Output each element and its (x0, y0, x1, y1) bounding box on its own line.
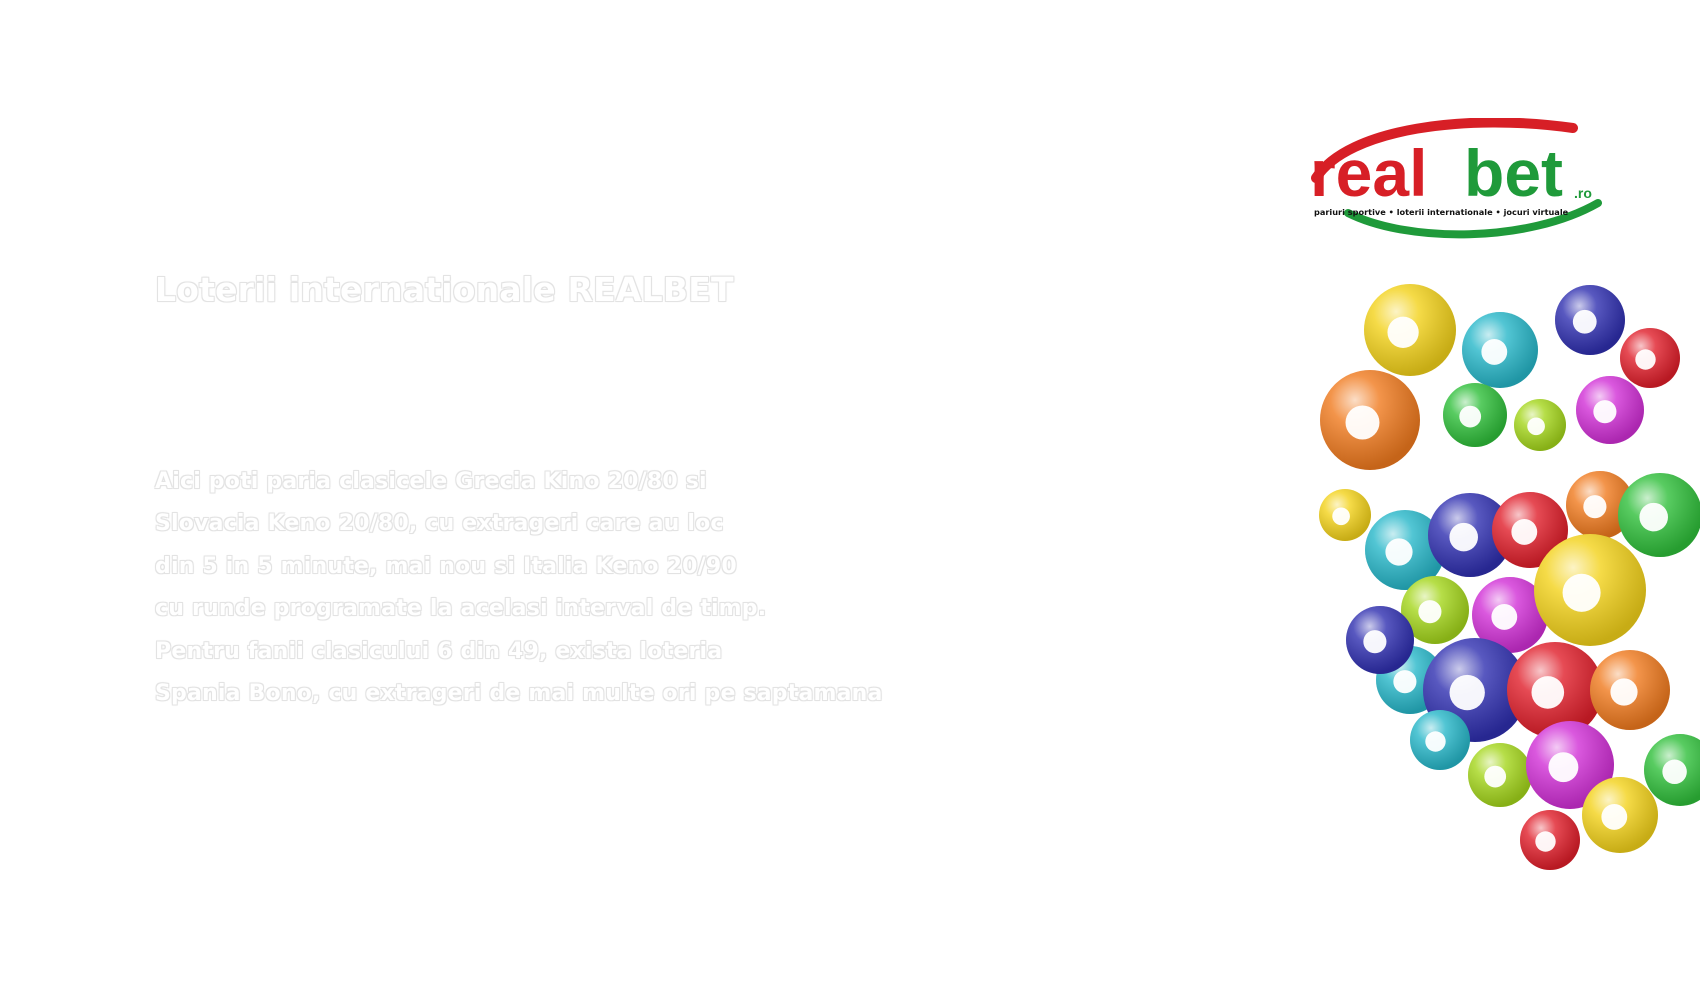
lottery-ball-icon (1644, 734, 1700, 806)
lottery-ball-icon (1319, 489, 1371, 541)
lottery-ball-icon (1428, 493, 1512, 577)
lottery-ball-icon (1507, 642, 1603, 738)
lottery-ball-icon (1520, 810, 1580, 870)
logo-wordmark-right: bet (1464, 136, 1563, 210)
page-title: Loterii internationale REALBET (155, 270, 734, 309)
ball-number-badge (1548, 752, 1579, 783)
lottery-ball-icon (1472, 577, 1548, 653)
ball-number-badge (1662, 759, 1687, 785)
realbet-logo[interactable]: real bet .ro pariuri sportive • loterii … (1308, 118, 1620, 248)
ball-number-badge (1393, 670, 1417, 694)
ball-number-badge (1387, 316, 1419, 348)
lottery-balls-cluster-icon (1300, 270, 1700, 870)
logo-domain: .ro (1574, 185, 1592, 201)
ball-number-badge (1449, 522, 1478, 552)
ball-number-badge (1491, 603, 1518, 630)
lottery-ball-icon (1590, 650, 1670, 730)
intro-line: din 5 in 5 minute, mai nou si Italia Ken… (155, 553, 737, 579)
ball-number-badge (1332, 507, 1350, 526)
lottery-ball-icon (1526, 721, 1614, 809)
ball-number-badge (1593, 400, 1617, 424)
ball-number-badge (1527, 417, 1545, 436)
intro-line: Aici poti paria clasicele Grecia Kino 20… (155, 469, 707, 494)
ball-number-badge (1511, 518, 1538, 545)
ball-number-badge (1385, 538, 1413, 566)
lottery-ball-icon (1620, 328, 1680, 388)
lottery-ball-icon (1618, 473, 1700, 557)
ball-number-badge (1345, 405, 1380, 440)
lottery-ball-icon (1492, 492, 1568, 568)
ball-number-badge (1484, 765, 1507, 788)
logo-tagline: pariuri sportive • loterii international… (1314, 207, 1569, 217)
lottery-ball-icon (1566, 471, 1634, 539)
ball-number-badge (1449, 674, 1485, 711)
ball-number-badge (1572, 309, 1597, 334)
lottery-balls-svg (1319, 284, 1700, 870)
intro-line: Spania Bono, cu extrageri de mai multe o… (155, 681, 883, 707)
lottery-ball-icon (1582, 777, 1658, 853)
ball-number-badge (1481, 338, 1508, 365)
ball-number-badge (1418, 600, 1442, 624)
intro-line: Slovacia Keno 20/80, cu extrageri care a… (155, 511, 724, 537)
realbet-logo-icon: real bet .ro pariuri sportive • loterii … (1310, 118, 1602, 239)
lottery-ball-icon (1462, 312, 1538, 388)
ball-number-badge (1562, 573, 1601, 612)
lottery-ball-icon (1576, 376, 1644, 444)
ball-number-badge (1535, 831, 1556, 852)
lottery-ball-icon (1401, 576, 1469, 644)
ball-number-badge (1635, 349, 1656, 370)
intro-paragraph: Aici poti paria clasicele Grecia Kino 20… (155, 461, 915, 715)
intro-line: Pentru fanii clasicului 6 din 49, exista… (155, 638, 723, 664)
lottery-ball-icon (1468, 743, 1532, 807)
ball-number-badge (1531, 676, 1565, 709)
logo-wordmark-left: real (1310, 136, 1427, 210)
lottery-ball-icon (1534, 534, 1646, 646)
lottery-ball-icon (1555, 285, 1625, 355)
intro-line: cu runde programate la acelasi interval … (155, 596, 767, 622)
ball-number-badge (1583, 495, 1607, 519)
ball-number-badge (1610, 678, 1638, 706)
lottery-ball-icon (1443, 383, 1507, 447)
lottery-ball-icon (1346, 606, 1414, 674)
lottery-ball-icon (1320, 370, 1420, 470)
ball-number-badge (1459, 405, 1482, 428)
ball-number-badge (1601, 803, 1628, 830)
ball-number-badge (1363, 630, 1387, 654)
lottery-ball-icon (1364, 284, 1456, 376)
lottery-ball-icon (1514, 399, 1566, 451)
lottery-ball-icon (1410, 710, 1470, 770)
ball-number-badge (1425, 731, 1446, 752)
ball-number-badge (1639, 502, 1668, 532)
lottery-ball-icon (1365, 510, 1445, 590)
